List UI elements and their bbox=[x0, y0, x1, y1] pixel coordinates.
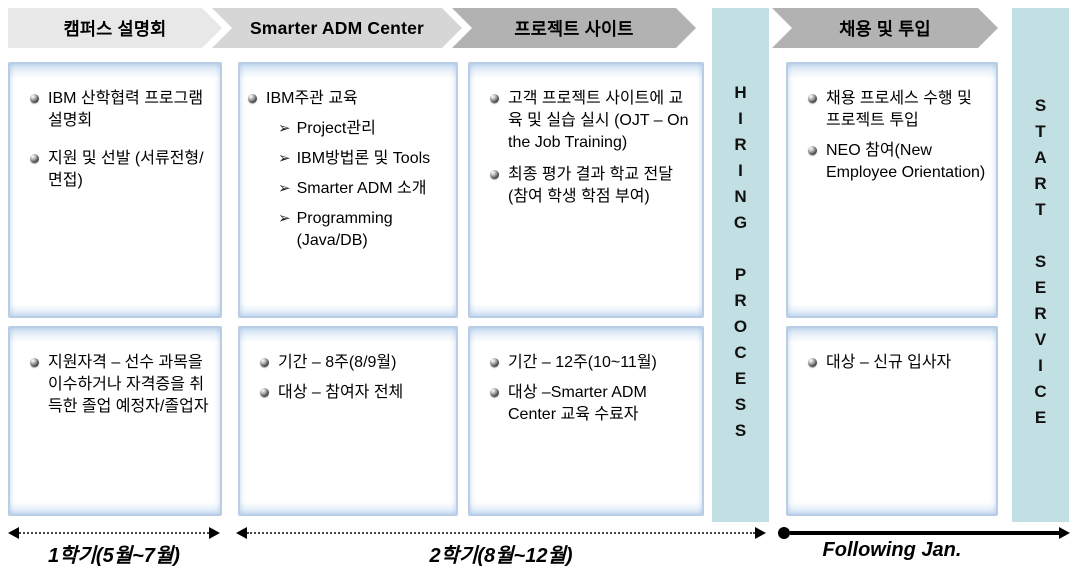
dotted-line bbox=[247, 531, 755, 534]
item-text: IBM방법론 및 Tools bbox=[296, 150, 431, 168]
start-service-bar: START SERVICE bbox=[1012, 8, 1069, 522]
ball-bullet-icon bbox=[248, 94, 257, 103]
arrowhead-right-icon bbox=[209, 526, 220, 539]
vertical-word: START bbox=[1031, 96, 1050, 226]
bullet-list: IBM 산학협력 프로그램 설명회 지원 및 선발 (서류전형/면접) bbox=[10, 64, 220, 218]
hiring-process-bar: HIRING PROCESS bbox=[712, 8, 769, 522]
item-text: 대상 –Smarter ADM Center 교육 수료자 bbox=[508, 384, 647, 424]
item-text: 최종 평가 결과 학교 전달 (참여 학생 학점 부여) bbox=[508, 166, 673, 206]
list-item: IBM주관 교육 bbox=[248, 88, 446, 110]
stage-header-campus: 캠퍼스 설명회 bbox=[8, 8, 222, 48]
ball-bullet-icon bbox=[490, 388, 499, 398]
ball-bullet-icon bbox=[808, 358, 817, 367]
arrowhead-bullet-icon: ➢ bbox=[278, 120, 291, 138]
list-item: ➢ IBM방법론 및 Tools bbox=[278, 148, 446, 170]
stage-header-project-site: 프로젝트 사이트 bbox=[452, 8, 696, 48]
list-item: 기간 – 12주(10~11월) bbox=[490, 352, 692, 374]
bullet-list: 기간 – 8주(8/9월) 대상 – 참여자 전체 bbox=[240, 328, 456, 430]
adm-center-bottom-box: 기간 – 8주(8/9월) 대상 – 참여자 전체 bbox=[238, 326, 458, 516]
item-text: 대상 – 신규 입사자 bbox=[826, 354, 952, 371]
stage-header-smarter-adm-center: Smarter ADM Center bbox=[212, 8, 462, 48]
timeline-label-semester2: 2학기(8월~12월) bbox=[429, 545, 573, 567]
bullet-list: 대상 – 신규 입사자 bbox=[788, 328, 996, 400]
item-text: NEO 참여(New Employee Orientation) bbox=[826, 142, 986, 182]
project-site-top-box: 고객 프로젝트 사이트에 교육 및 실습 실시 (OJT – On the Jo… bbox=[468, 62, 704, 318]
ball-bullet-icon bbox=[808, 94, 817, 103]
arrowhead-bullet-icon: ➢ bbox=[278, 150, 291, 168]
ball-bullet-icon bbox=[260, 358, 269, 367]
list-item: 고객 프로젝트 사이트에 교육 및 실습 실시 (OJT – On the Jo… bbox=[490, 88, 692, 154]
ball-bullet-icon bbox=[30, 94, 39, 103]
item-text: 기간 – 8주(8/9월) bbox=[278, 354, 397, 371]
timeline-arrow-following-jan bbox=[778, 526, 1070, 539]
ball-bullet-icon bbox=[490, 170, 499, 180]
hiring-deploy-top-box: 채용 프로세스 수행 및 프로젝트 투입 NEO 참여(New Employee… bbox=[786, 62, 998, 318]
list-item: IBM 산학협력 프로그램 설명회 bbox=[30, 88, 210, 132]
stage-header-label: Smarter ADM Center bbox=[249, 17, 425, 38]
arrowhead-right-icon bbox=[755, 526, 766, 539]
item-text: 기간 – 12주(10~11월) bbox=[508, 354, 657, 371]
ball-bullet-icon bbox=[260, 388, 269, 398]
list-item: 지원 및 선발 (서류전형/면접) bbox=[30, 148, 210, 192]
ball-bullet-icon bbox=[490, 358, 499, 367]
list-item: ➢ Programming (Java/DB) bbox=[278, 208, 446, 252]
item-text: 지원 및 선발 (서류전형/면접) bbox=[48, 150, 204, 190]
list-item: ➢ Smarter ADM 소개 bbox=[278, 178, 446, 200]
bullet-list: 기간 – 12주(10~11월) 대상 –Smarter ADM Center … bbox=[470, 328, 702, 452]
arrowhead-bullet-icon: ➢ bbox=[278, 210, 291, 228]
bullet-list: IBM주관 교육 ➢ Project관리 ➢ IBM방법론 및 Tools ➢ … bbox=[240, 64, 456, 270]
campus-top-box: IBM 산학협력 프로그램 설명회 지원 및 선발 (서류전형/면접) bbox=[8, 62, 222, 318]
list-item: 최종 평가 결과 학교 전달 (참여 학생 학점 부여) bbox=[490, 164, 692, 208]
item-text: 지원자격 – 선수 과목을 이수하거나 자격증을 취득한 졸업 예정자/졸업자 bbox=[48, 354, 209, 416]
stage-header-hiring-deploy: 채용 및 투입 bbox=[772, 8, 998, 48]
item-text: IBM 산학협력 프로그램 설명회 bbox=[48, 90, 204, 130]
item-text: 대상 – 참여자 전체 bbox=[278, 384, 404, 402]
campus-bottom-box: 지원자격 – 선수 과목을 이수하거나 자격증을 취득한 졸업 예정자/졸업자 bbox=[8, 326, 222, 516]
list-item: 대상 –Smarter ADM Center 교육 수료자 bbox=[490, 382, 692, 426]
bullet-list: 채용 프로세스 수행 및 프로젝트 투입 NEO 참여(New Employee… bbox=[788, 64, 996, 210]
vertical-word: HIRING bbox=[731, 83, 750, 239]
list-item: NEO 참여(New Employee Orientation) bbox=[808, 140, 986, 184]
vertical-word: SERVICE bbox=[1031, 252, 1050, 434]
item-text: Programming (Java/DB) bbox=[296, 210, 393, 250]
list-item: ➢ Project관리 bbox=[278, 118, 446, 140]
ball-bullet-icon bbox=[808, 146, 817, 156]
bullet-list: 지원자격 – 선수 과목을 이수하거나 자격증을 취득한 졸업 예정자/졸업자 bbox=[10, 328, 220, 444]
ball-bullet-icon bbox=[30, 154, 39, 164]
solid-line bbox=[790, 530, 1059, 535]
dot-icon bbox=[778, 526, 790, 539]
timeline-arrow-semester1 bbox=[8, 526, 220, 539]
item-text: Smarter ADM 소개 bbox=[296, 180, 427, 198]
list-item: 채용 프로세스 수행 및 프로젝트 투입 bbox=[808, 88, 986, 132]
arrowhead-left-icon bbox=[8, 526, 19, 539]
stage-header-label: 캠퍼스 설명회 bbox=[63, 18, 167, 39]
timeline-label-following-jan: Following Jan. bbox=[822, 539, 962, 561]
list-item: 지원자격 – 선수 과목을 이수하거나 자격증을 취득한 졸업 예정자/졸업자 bbox=[30, 352, 210, 418]
timeline-label-semester1: 1학기(5월~7월) bbox=[48, 545, 180, 567]
stage-header-label: 프로젝트 사이트 bbox=[514, 18, 634, 39]
adm-center-top-box: IBM주관 교육 ➢ Project관리 ➢ IBM방법론 및 Tools ➢ … bbox=[238, 62, 458, 318]
hiring-deploy-bottom-box: 대상 – 신규 입사자 bbox=[786, 326, 998, 516]
list-item: 대상 – 신규 입사자 bbox=[808, 352, 986, 374]
vertical-word: PROCESS bbox=[731, 265, 750, 447]
item-text: IBM주관 교육 bbox=[266, 90, 358, 107]
arrowhead-right-icon bbox=[1059, 526, 1070, 539]
project-site-bottom-box: 기간 – 12주(10~11월) 대상 –Smarter ADM Center … bbox=[468, 326, 704, 516]
dotted-line bbox=[19, 531, 209, 534]
arrowhead-bullet-icon: ➢ bbox=[278, 180, 291, 198]
ball-bullet-icon bbox=[30, 358, 39, 367]
bullet-list: 고객 프로젝트 사이트에 교육 및 실습 실시 (OJT – On the Jo… bbox=[470, 64, 702, 234]
item-text: Project관리 bbox=[296, 120, 376, 138]
list-item: 대상 – 참여자 전체 bbox=[260, 382, 446, 404]
stage-header-label: 채용 및 투입 bbox=[839, 18, 931, 39]
item-text: 고객 프로젝트 사이트에 교육 및 실습 실시 (OJT – On the Jo… bbox=[508, 90, 689, 152]
item-text: 채용 프로세스 수행 및 프로젝트 투입 bbox=[826, 90, 972, 130]
timeline-arrow-semester2 bbox=[236, 526, 766, 539]
ball-bullet-icon bbox=[490, 94, 499, 103]
arrowhead-left-icon bbox=[236, 526, 247, 539]
list-item: 기간 – 8주(8/9월) bbox=[260, 352, 446, 374]
